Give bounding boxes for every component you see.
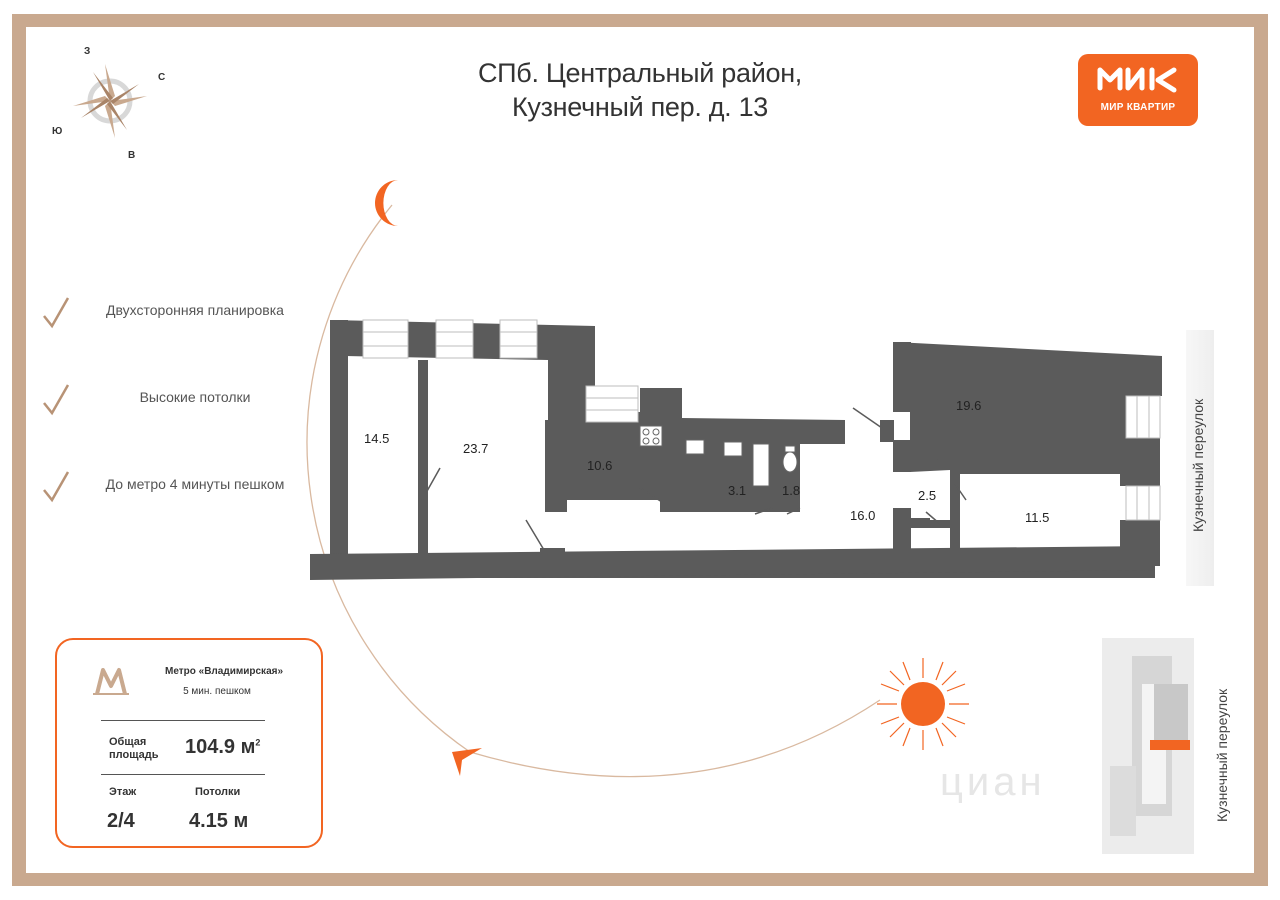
compass-west: Ю <box>52 126 63 137</box>
ceiling-value: 4.15 м <box>189 810 249 832</box>
room-area-label: 11.5 <box>1025 510 1050 525</box>
title-line-2: Кузнечный пер. д. 13 <box>511 92 769 122</box>
room-area-label: 19.6 <box>956 398 982 413</box>
compass-north: З <box>84 46 91 57</box>
feature-label: Высокие потолки <box>139 389 251 405</box>
floor-label: Этаж <box>109 786 137 798</box>
street-label: Кузнечный переулок <box>1190 398 1206 532</box>
floor-value: 2/4 <box>107 810 135 832</box>
watermark: циан <box>940 760 1046 804</box>
page-title: СПб. Центральный район, Кузнечный пер. д… <box>400 56 880 124</box>
area-label: Общая площадь <box>109 736 179 762</box>
room-area-label: 16.0 <box>850 508 876 523</box>
area-value: 104.9 м2 <box>185 736 260 759</box>
feature-label: До метро 4 минуты пешком <box>105 476 285 492</box>
feature-item: Высокие потолки <box>40 381 300 417</box>
divider <box>101 774 265 775</box>
room-area-label: 23.7 <box>463 441 489 456</box>
feature-item: Двухсторонняя планировка <box>40 294 300 330</box>
location-map <box>1102 638 1194 854</box>
ceiling-label: Потолки <box>195 786 241 798</box>
room-area-label: 2.5 <box>918 488 937 503</box>
room-area-label: 10.6 <box>587 458 613 473</box>
area-label-line-2: площадь <box>109 749 159 761</box>
compass-rose-icon <box>73 64 147 138</box>
divider <box>101 720 265 721</box>
check-icon <box>43 471 70 503</box>
feature-label: Двухсторонняя планировка <box>106 302 284 318</box>
area-unit-sup: 2 <box>255 737 261 748</box>
street-strip <box>1186 330 1214 586</box>
check-icon <box>43 384 70 416</box>
area-label-line-1: Общая <box>109 736 147 748</box>
arrow-icon <box>452 748 482 776</box>
sun-icon <box>877 658 969 750</box>
map-street-label: Кузнечный переулок <box>1214 688 1230 822</box>
feature-item: До метро 4 минуты пешком <box>40 468 300 504</box>
check-icon <box>43 297 70 329</box>
metro-walk: 5 мин. пешком <box>183 686 251 697</box>
moon-icon <box>375 180 398 226</box>
compass-south: В <box>128 150 136 161</box>
title-line-1: СПб. Центральный район, <box>477 58 803 88</box>
metro-logo-icon <box>93 668 129 695</box>
room-area-label: 14.5 <box>364 431 390 446</box>
logo-icon <box>1097 67 1177 93</box>
info-card: Метро «Владимирская» 5 мин. пешком Общая… <box>55 638 323 848</box>
compass-east: С <box>158 72 166 83</box>
brand-logo: МИР КВАРТИР <box>1078 54 1198 126</box>
metro-name: Метро «Владимирская» <box>165 666 284 677</box>
area-number: 104.9 м <box>185 736 256 758</box>
room-area-label: 1.8 <box>782 483 801 498</box>
logo-text: МИР КВАРТИР <box>1100 102 1176 113</box>
room-area-label: 3.1 <box>728 483 747 498</box>
